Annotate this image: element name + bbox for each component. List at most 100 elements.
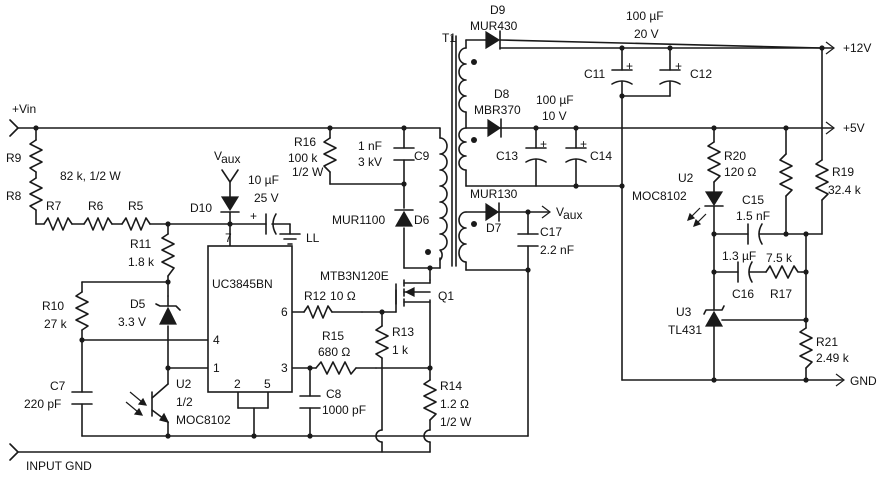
d8-diode (487, 118, 502, 138)
c9-capacitor (393, 147, 415, 161)
c13-c14-rating: 10 V (542, 109, 567, 123)
c11-c12-rating: 20 V (634, 27, 659, 41)
pin6-label: 6 (281, 305, 288, 319)
u3-label: U3 (676, 305, 692, 319)
c7-label: C7 (50, 379, 66, 393)
d8-label: D8 (494, 87, 510, 101)
c13-c14-value: 100 µF (536, 93, 574, 107)
r21-resistor (799, 327, 813, 369)
d9-diode (485, 30, 501, 50)
r15-label: R15 (322, 329, 344, 343)
t1-label: T1 (442, 31, 456, 45)
r5-resistor (121, 217, 151, 231)
r14-rating: 1/2 W (440, 415, 472, 429)
u2-optocoupler-led (687, 191, 724, 227)
q1-label: Q1 (438, 289, 454, 303)
q1-part: MTB3N120E (320, 269, 389, 283)
d5-value: 3.3 V (118, 315, 146, 329)
c17-label: C17 (540, 225, 562, 239)
pin1-label: 1 (213, 361, 220, 375)
r7-resistor (43, 217, 73, 231)
vcc-electrolytic-capacitor (265, 213, 277, 235)
vaux-input-arrow (221, 169, 239, 183)
d5-label: D5 (130, 297, 146, 311)
c8-label: C8 (326, 387, 342, 401)
r14-value: 1.2 Ω (440, 397, 469, 411)
resistors (29, 137, 829, 421)
c15-capacitor (747, 223, 763, 245)
vcc-cap-value: 10 µF (248, 173, 279, 187)
r10-value: 27 k (44, 317, 68, 331)
r14-label: R14 (440, 379, 462, 393)
c12-capacitor (659, 69, 681, 85)
r11-label: R11 (130, 237, 151, 251)
r14-resistor (423, 379, 437, 421)
r8-label: R8 (6, 189, 22, 203)
r15-resistor (315, 361, 357, 375)
r13-value: 1 k (392, 343, 409, 357)
r9-resistor (29, 139, 43, 173)
c12-plus: + (675, 59, 682, 73)
d6-diode (394, 209, 414, 227)
out-5v-label: +5V (843, 121, 865, 135)
r18-resistor (779, 153, 793, 197)
c11-label: C11 (584, 67, 605, 81)
u3-part: TL431 (668, 323, 702, 337)
pin3-label: 3 (281, 361, 288, 375)
c17-value: 2.2 nF (540, 243, 574, 257)
r11-resistor (161, 233, 175, 277)
input-gnd-label: INPUT GND (26, 459, 92, 473)
c7-value: 220 pF (24, 397, 61, 411)
d9-part: MUR430 (470, 19, 518, 33)
u2-left-frac: 1/2 (176, 395, 193, 409)
c14-capacitor (565, 147, 587, 163)
c16-capacitor (737, 261, 753, 283)
c16-value: 1.3 µF (722, 249, 756, 263)
t1-transformer (425, 35, 477, 267)
c14-label: C14 (590, 149, 612, 163)
r16-rating: 1/2 W (292, 165, 324, 179)
vin-label: +Vin (12, 102, 36, 116)
u2-left-label: U2 (176, 377, 192, 391)
r15-value: 680 Ω (318, 345, 350, 359)
diodes (155, 30, 725, 327)
r20-resistor (707, 141, 721, 183)
u2-left-part: MOC8102 (176, 413, 231, 427)
r13-resistor (375, 325, 389, 359)
c15-value: 1.5 nF (736, 209, 770, 223)
r9r8-value: 82 k, 1/2 W (60, 169, 121, 183)
out-12v-label: +12V (843, 41, 871, 55)
c17-capacitor (517, 233, 539, 247)
secondary-wiring (465, 39, 845, 387)
r19-resistor (815, 159, 829, 201)
c16-label: C16 (732, 287, 754, 301)
r8-resistor (29, 177, 43, 211)
d6-part: MUR1100 (332, 213, 385, 227)
gnd-label: GND (850, 374, 877, 388)
c11-c12-value: 100 µF (626, 9, 664, 23)
c8-value: 1000 pF (322, 403, 366, 417)
d7-part: MUR130 (470, 187, 518, 201)
ic-part-label: UC3845BN (212, 277, 273, 291)
r11-value: 1.8 k (128, 255, 155, 269)
vaux-right-label: Vaux (556, 205, 582, 222)
text-labels: +Vin INPUT GND +12V +5V GND Vaux Vaux T1… (6, 3, 877, 473)
r16-label: R16 (294, 135, 316, 149)
c11-plus: + (626, 59, 633, 73)
r17-resistor (765, 265, 803, 279)
r10-label: R10 (42, 299, 64, 313)
r19-value: 32.4 k (828, 183, 862, 197)
c11-capacitor (611, 69, 633, 85)
r20-value: 120 Ω (724, 165, 756, 179)
r10-resistor (75, 291, 89, 331)
d9-label: D9 (490, 3, 506, 17)
r13-label: R13 (392, 325, 414, 339)
junction-dots (33, 45, 825, 439)
r21-value: 2.49 k (816, 351, 850, 365)
d8-part: MBR370 (474, 103, 521, 117)
u2-right-part: MOC8102 (632, 189, 687, 203)
uc3845bn-ic (207, 245, 293, 393)
pin2-label: 2 (234, 377, 241, 391)
r17-value: 7.5 k (766, 251, 793, 265)
